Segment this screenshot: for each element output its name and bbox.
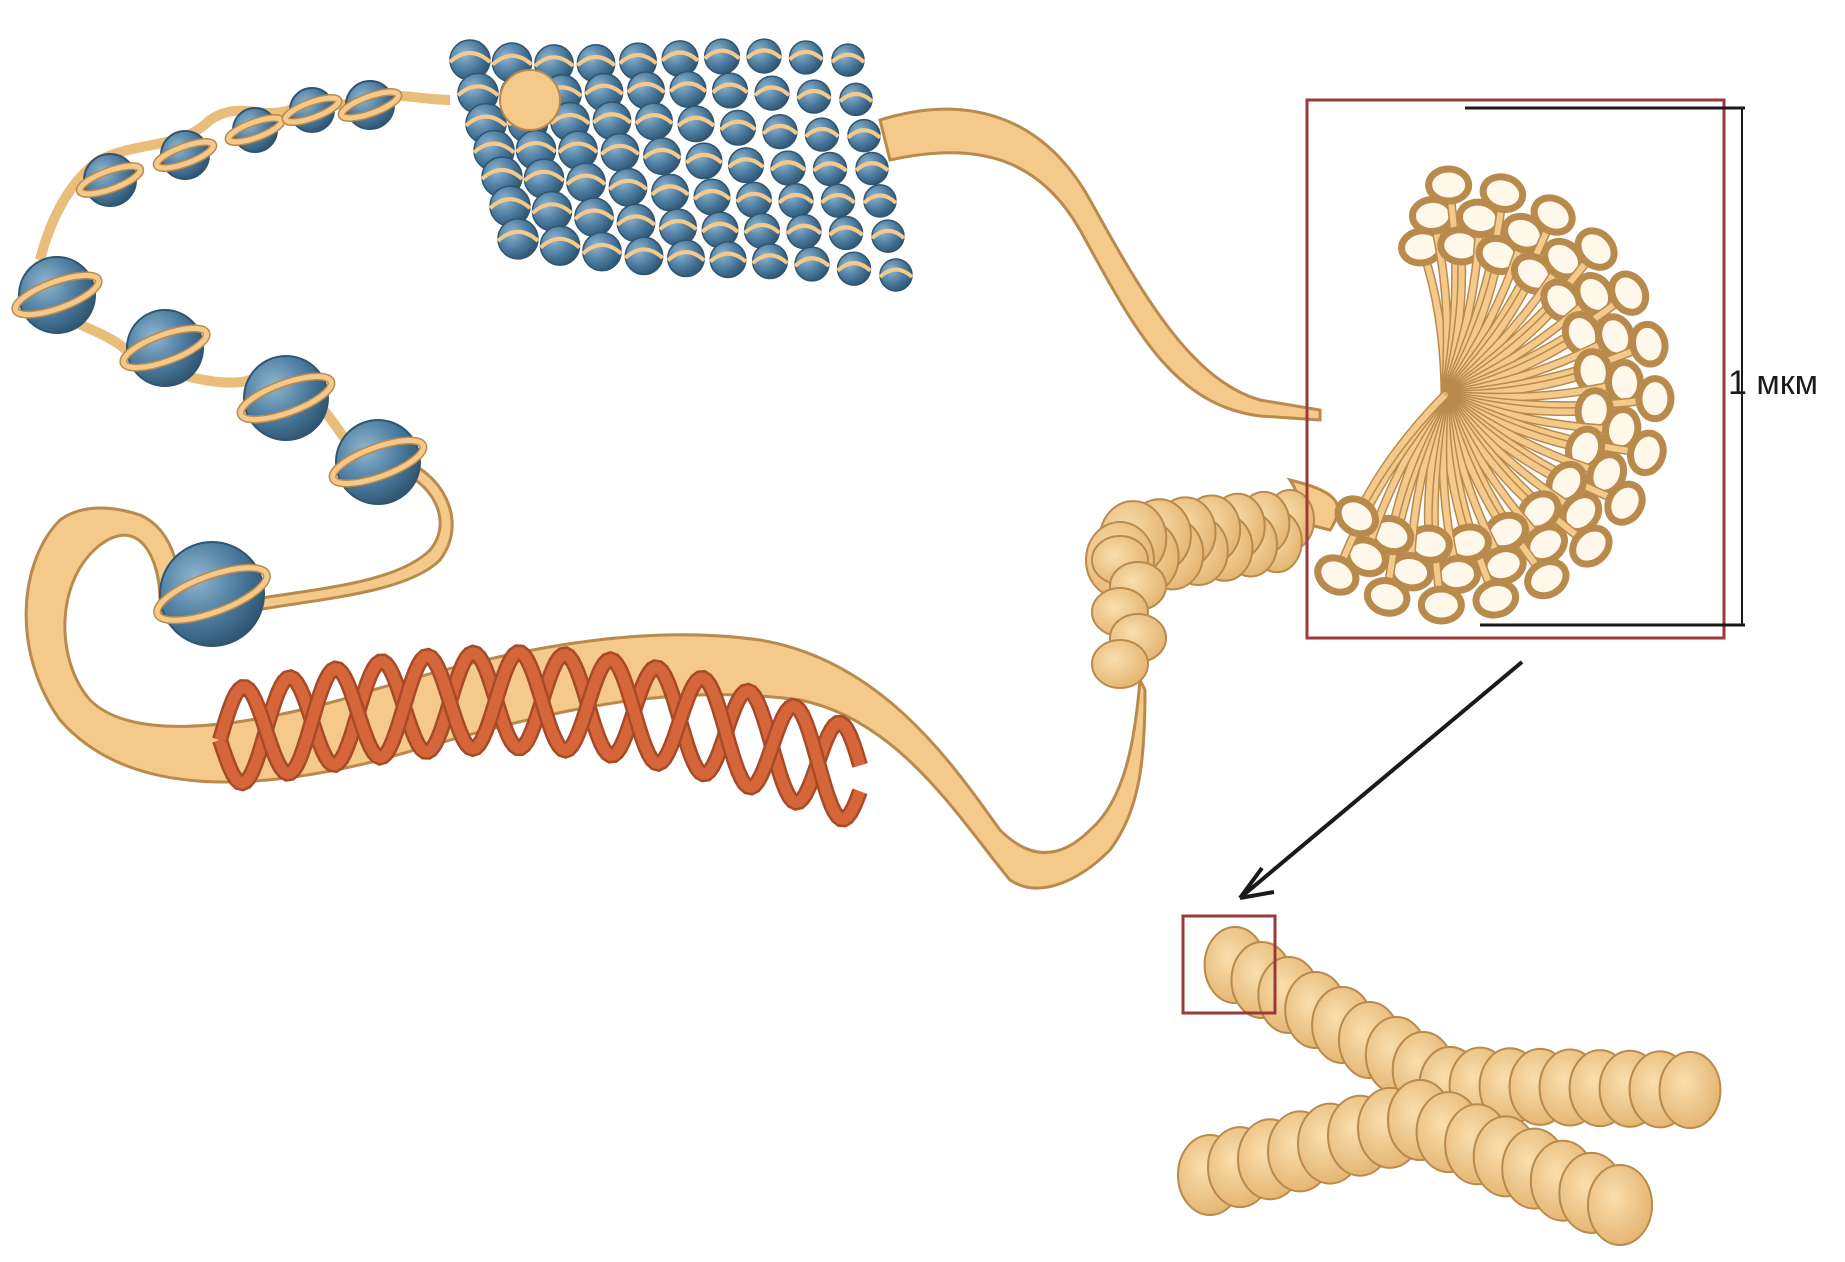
coiled-fiber xyxy=(1086,490,1314,688)
chromosome xyxy=(1178,927,1720,1245)
solenoid-hub xyxy=(500,70,560,130)
chromatid-coil xyxy=(1660,1052,1721,1128)
loop-end xyxy=(1628,321,1669,368)
scale-bar-label: 1 мкм xyxy=(1728,366,1818,400)
loop-domain-rosette xyxy=(1311,169,1671,622)
loop-end xyxy=(1639,378,1672,419)
chromatid-coil xyxy=(1588,1165,1652,1245)
solenoid-nucleosome xyxy=(532,192,571,231)
fiber-connector-top xyxy=(880,109,1320,420)
loop-end xyxy=(1428,169,1469,202)
solenoid-fiber xyxy=(450,39,912,291)
loop-end xyxy=(1421,589,1462,622)
solenoid-nucleosome xyxy=(498,219,538,259)
arrow-icon xyxy=(1240,662,1522,898)
solenoid-nucleosome xyxy=(540,226,579,265)
loop-end xyxy=(1473,578,1520,619)
coil-bead xyxy=(1092,640,1148,688)
